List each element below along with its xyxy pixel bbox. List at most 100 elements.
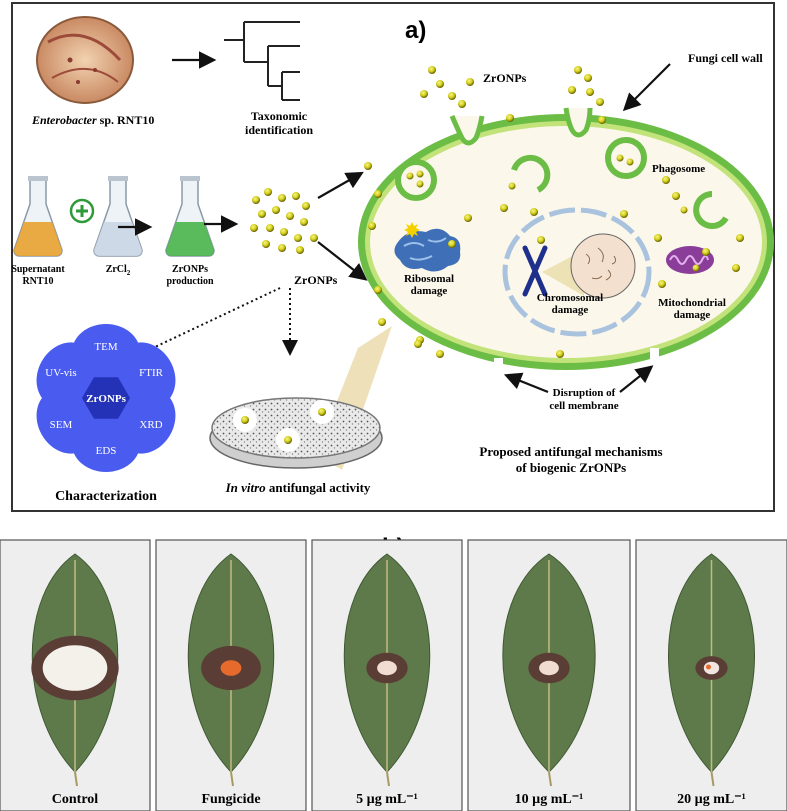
nanoparticle — [374, 286, 382, 294]
nanoparticle — [428, 66, 436, 74]
nanoparticle — [506, 114, 514, 122]
chromosomal-label-line1: Chromosomal — [537, 292, 603, 304]
nanoparticle — [302, 202, 310, 210]
leaf-label: 5 µg mL⁻¹ — [356, 792, 418, 807]
nanoparticle — [252, 196, 260, 204]
leaf-label: Control — [52, 792, 99, 807]
flask-label-2: ZrCl2 — [106, 264, 131, 277]
leaf-panel-5: 20 µg mL⁻¹ — [635, 539, 787, 811]
proposed-label-line1: Proposed antifungal mechanisms — [479, 444, 662, 459]
nanoparticle — [574, 66, 582, 74]
leaf-panel-4: 10 µg mL⁻¹ — [467, 539, 631, 811]
nanoparticle — [732, 264, 740, 272]
taxonomic-label-line1: Taxonomic — [251, 109, 308, 123]
nanoparticle — [250, 224, 258, 232]
nanoparticle — [736, 234, 744, 242]
flask-label-3-line2: production — [166, 276, 213, 287]
nanoparticle — [586, 88, 594, 96]
arrow-to-cell-bottom — [317, 241, 368, 281]
leaf-panel-1: Control — [0, 539, 151, 811]
zronps-label: ZrONPs — [294, 273, 338, 287]
nanoparticle — [620, 210, 628, 218]
plus-icon — [69, 198, 95, 224]
proposed-label-line2: of biogenic ZrONPs — [516, 460, 627, 475]
leaf-panel-2: Fungicide — [155, 539, 307, 811]
cell-zronps-label: ZrONPs — [483, 71, 527, 85]
nanoparticle — [378, 318, 386, 326]
zronps-cluster — [250, 188, 318, 254]
arrow-to-cell-top — [317, 171, 364, 199]
nanoparticle — [568, 86, 576, 94]
panel-a: a) Enterobacter sp. RNT10 Taxonomic iden… — [11, 2, 775, 512]
ribosome-icon — [394, 222, 461, 272]
nanoparticle — [464, 214, 472, 222]
leaf-label: Fungicide — [201, 792, 260, 807]
nanoparticle — [262, 240, 270, 248]
arrow-cell-wall — [622, 63, 671, 112]
arrow-disruption-left — [503, 372, 549, 394]
nanoparticle — [374, 190, 382, 198]
flask-label-1-line2: RNT10 — [22, 276, 53, 287]
taxonomic-label-line2: identification — [245, 123, 313, 137]
flask-label-3: ZrONPs — [172, 264, 208, 275]
chromosomal-label-line2: damage — [552, 304, 589, 316]
zrcl-subscript: 2 — [127, 269, 131, 277]
nanoparticle — [310, 234, 318, 242]
panel-a-label: a) — [405, 17, 426, 44]
petri-dish-invitro — [209, 397, 383, 469]
characterization-label-xrd: XRD — [139, 419, 162, 431]
nanoparticle — [672, 192, 680, 200]
flask-2: ZrCl2 — [93, 176, 143, 277]
phagosome-vesicles — [395, 137, 729, 229]
characterization-center-hexagon — [82, 377, 130, 419]
characterization-title: Characterization — [55, 489, 157, 504]
nanoparticle — [596, 98, 604, 106]
characterization-label-sem: SEM — [50, 419, 73, 431]
nanoparticle — [368, 222, 376, 230]
leaf-panel-3: 5 µg mL⁻¹ — [311, 539, 463, 811]
nanoparticle — [264, 188, 272, 196]
nanoparticle — [458, 100, 466, 108]
characterization-label-tem: TEM — [94, 341, 117, 353]
nanoparticle — [584, 74, 592, 82]
nanoparticle — [286, 212, 294, 220]
nanoparticle — [466, 78, 474, 86]
nanoparticle — [278, 244, 286, 252]
nanoparticle — [654, 234, 662, 242]
nanoparticle — [258, 210, 266, 218]
phylogenetic-tree-icon — [224, 21, 300, 101]
nanoparticle — [266, 224, 274, 232]
nanoparticle — [436, 350, 444, 358]
characterization-label-uv-vis: UV-vis — [45, 367, 76, 379]
characterization-center-label: ZrONPs — [86, 393, 126, 405]
nanoparticle — [530, 208, 538, 216]
nanoparticle — [420, 90, 428, 98]
nanoparticle — [272, 206, 280, 214]
nanoparticle — [294, 234, 302, 242]
mitochondrion-icon — [666, 246, 714, 274]
ribosomal-label-line1: Ribosomal — [404, 273, 454, 285]
ribosomal-label-line2: damage — [411, 285, 448, 297]
phagosome-label: Phagosome — [652, 163, 705, 175]
nanoparticle — [500, 204, 508, 212]
nanoparticle — [280, 228, 288, 236]
nanoparticle — [296, 246, 304, 254]
nanoparticle — [448, 92, 456, 100]
bacteria-plate — [36, 16, 134, 104]
nanoparticle — [300, 218, 308, 226]
chromosome-icon — [522, 245, 548, 297]
invitro-label: In vitro antifungal activity — [225, 480, 371, 495]
nanoparticle — [278, 194, 286, 202]
nanoparticle — [292, 192, 300, 200]
nanoparticle — [598, 116, 606, 124]
nanoparticle — [414, 340, 422, 348]
mitochondrial-label-line2: damage — [674, 309, 711, 321]
mitochondrial-label-line1: Mitochondrial — [658, 297, 726, 309]
